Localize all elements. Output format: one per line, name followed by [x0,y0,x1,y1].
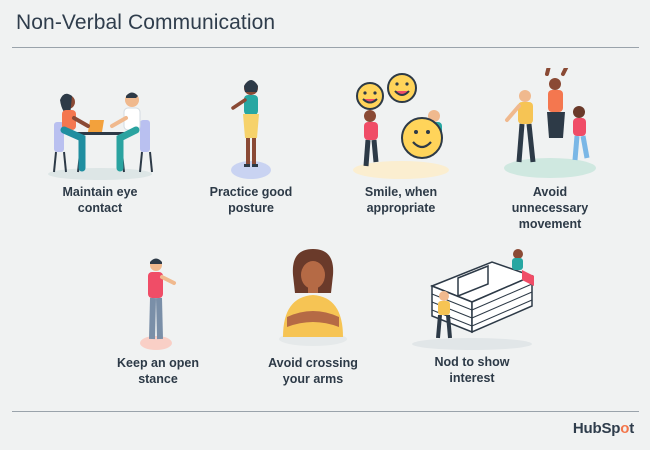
label-line: Nod to show [434,355,510,369]
label-line: Avoid crossing [268,356,358,370]
smiley-faces-icon [353,73,449,179]
label-line: contact [77,201,123,215]
label-line: Maintain eye [62,185,138,199]
open-stance-man-icon [140,258,176,350]
item-maintain-eye-contact: Maintain eye contact [25,90,175,216]
label-line: posture [228,201,274,215]
label-line: Avoid [532,185,568,199]
standing-woman-icon [231,80,271,179]
page-title: Non-Verbal Communication [16,11,276,34]
top-divider [12,47,639,48]
item-practice-good-posture: Practice good posture [176,76,326,216]
label-line: unnecessary [511,201,589,215]
two-people-at-table-icon [48,92,153,180]
label-line: stance [138,372,178,386]
logo-text: HubSp [572,420,621,437]
label-line: your arms [282,372,344,386]
jumping-people-icon [504,68,596,178]
label-line: interest [449,371,495,385]
bottom-divider [12,411,639,412]
label-line: Smile, when [364,185,438,199]
logo-sprocket: o [620,420,630,437]
item-smile-when-appropriate: Smile, when appropriate [326,72,476,216]
label-line: movement [518,217,582,231]
hubspot-logo: HubSpot [573,420,634,437]
label-line: Practice good [209,185,293,199]
label-line: appropriate [366,201,436,215]
item-avoid-crossing-your-arms: Avoid crossing your arms [238,245,388,387]
label-line: Keep an open [117,356,199,370]
logo-text-end: t [629,420,634,437]
item-keep-an-open-stance: Keep an open stance [83,255,233,387]
item-avoid-unnecessary-movement: Avoid unnecessary movement [475,68,625,232]
crossed-arms-woman-icon [279,249,347,346]
desk-workers-icon [412,249,535,350]
item-nod-to-show-interest: Nod to show interest [397,246,547,386]
